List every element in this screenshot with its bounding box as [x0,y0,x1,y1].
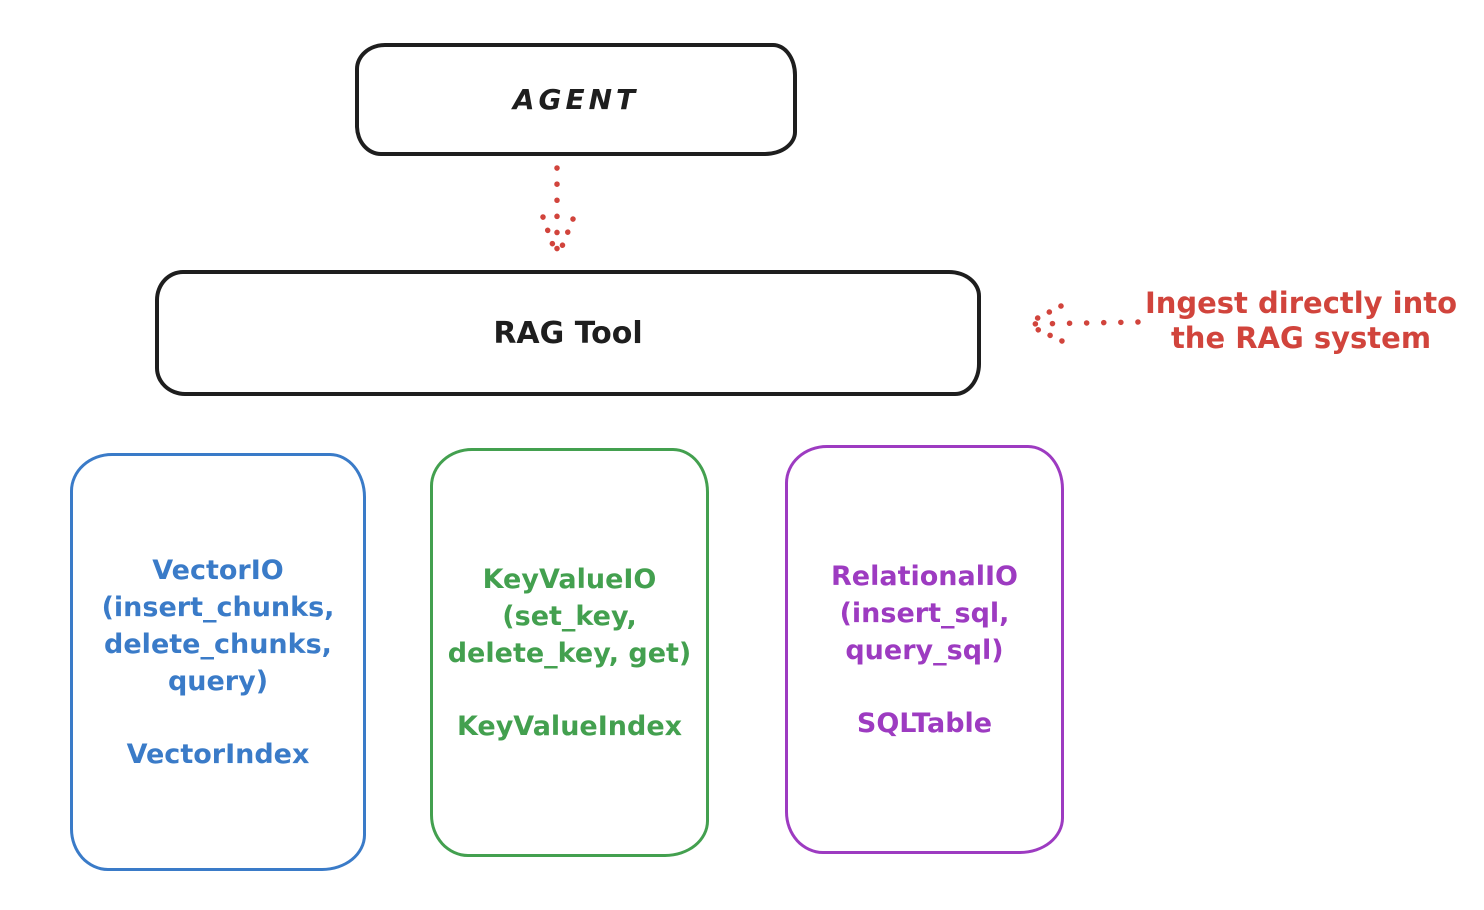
keyvalue-io-line: KeyValueIO [482,563,657,595]
keyvalue-io-line: delete_key, get) [447,637,692,669]
vector-io-line: (insert_chunks, [101,591,335,623]
sql-table-label: SQLTable [856,707,993,739]
rag-tool-node: RAG Tool [155,270,981,396]
relational-io-line: (insert_sql, [839,597,1010,629]
relational-io-line: query_sql) [845,634,1004,666]
keyvalue-index-label: KeyValueIndex [456,710,683,742]
ingest-annotation-line2: the RAG system [1170,321,1432,355]
vector-io-line: query) [167,665,269,697]
keyvalue-io-node: KeyValueIO (set_key, delete_key, get) Ke… [430,448,709,857]
relational-io-line: RelationalIO [831,560,1018,592]
agent-to-rag-arrow [540,165,576,257]
vector-index-label: VectorIndex [126,738,310,770]
rag-tool-node-label: RAG Tool [493,315,643,351]
vector-io-line: VectorIO [152,554,284,586]
ingest-annotation-line1: Ingest directly into [1144,286,1458,320]
agent-node-label: AGENT [512,83,640,116]
keyvalue-io-line: (set_key, [502,600,637,632]
vector-io-node: VectorIO (insert_chunks, delete_chunks, … [70,453,366,871]
vector-io-line: delete_chunks, [104,628,332,660]
ingest-annotation-arrow [1025,303,1141,344]
relational-io-node: RelationalIO (insert_sql, query_sql) SQL… [785,445,1064,854]
ingest-annotation: Ingest directly into the RAG system [1138,286,1464,356]
agent-node: AGENT [355,43,797,156]
